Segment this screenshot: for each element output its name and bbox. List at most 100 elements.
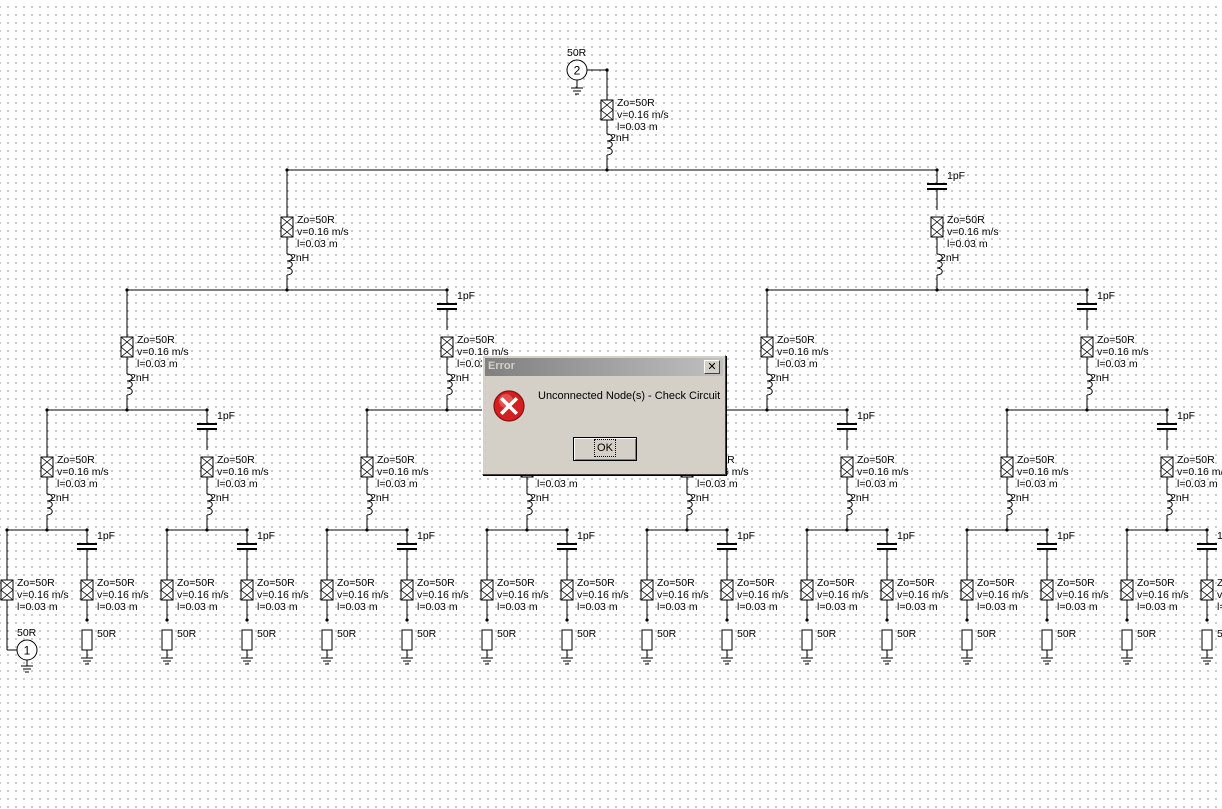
port-1-label: 50R (17, 627, 37, 639)
resistor[interactable] (321, 629, 333, 651)
port-1-number: 1 (24, 644, 31, 658)
close-button[interactable]: ✕ (704, 360, 720, 374)
inductor-label: 2nH (940, 252, 959, 264)
inductor[interactable] (366, 493, 373, 516)
ok-button[interactable]: OK (573, 437, 637, 461)
resistor[interactable] (801, 629, 813, 651)
resistor[interactable] (161, 629, 173, 651)
transmission-line[interactable] (360, 456, 374, 478)
capacitor[interactable] (237, 543, 257, 550)
capacitor[interactable] (397, 543, 417, 550)
transmission-line[interactable] (280, 216, 294, 238)
transmission-line[interactable] (800, 579, 814, 601)
tline-zo-label: Zo=50R (1217, 577, 1222, 589)
tline-zo-label: Zo=50R (1017, 454, 1055, 466)
tline-v-label: v=0.16 m/s (857, 466, 909, 478)
capacitor[interactable] (437, 303, 457, 310)
inductor[interactable] (1086, 373, 1093, 396)
capacitor[interactable] (1077, 303, 1097, 310)
tline-l-label: l=0.03 m (217, 478, 258, 490)
transmission-line[interactable] (960, 579, 974, 601)
transmission-line[interactable] (880, 579, 894, 601)
resistor[interactable] (481, 629, 493, 651)
transmission-line[interactable] (600, 99, 614, 121)
transmission-line[interactable] (320, 579, 334, 601)
transmission-line[interactable] (80, 579, 94, 601)
capacitor[interactable] (1197, 543, 1217, 550)
inductor[interactable] (846, 493, 853, 516)
transmission-line[interactable] (200, 456, 214, 478)
inductor[interactable] (686, 493, 693, 516)
resistor[interactable] (881, 629, 893, 651)
tline-v-label: v=0.16 m/s (57, 466, 109, 478)
transmission-line[interactable] (0, 579, 14, 601)
tline-zo-label: Zo=50R (17, 577, 55, 589)
transmission-line[interactable] (720, 579, 734, 601)
resistor[interactable] (1121, 629, 1133, 651)
resistor[interactable] (1041, 629, 1053, 651)
inductor[interactable] (446, 373, 453, 396)
resistor[interactable] (561, 629, 573, 651)
capacitor[interactable] (717, 543, 737, 550)
tline-v-label: v=0.16 m/s (137, 346, 189, 358)
resistor[interactable] (641, 629, 653, 651)
transmission-line[interactable] (40, 456, 54, 478)
error-dialog: Error ✕ Unconnected Node(s) - Check Circ… (482, 355, 726, 475)
inductor[interactable] (206, 493, 213, 516)
resistor[interactable] (241, 629, 253, 651)
resistor[interactable] (401, 629, 413, 651)
inductor[interactable] (526, 493, 533, 516)
capacitor[interactable] (77, 543, 97, 550)
port-1[interactable]: 1 (16, 639, 38, 661)
transmission-line[interactable] (560, 579, 574, 601)
transmission-line[interactable] (160, 579, 174, 601)
inductor[interactable] (1006, 493, 1013, 516)
tline-v-label: v=0.16 m/s (947, 226, 999, 238)
error-message: Unconnected Node(s) - Check Circuit (538, 390, 721, 402)
tline-v-label: v=0.16 m/s (737, 589, 789, 601)
tline-v-label: v=0.16 m/s (577, 589, 629, 601)
capacitor-label: 1pF (947, 170, 965, 182)
capacitor[interactable] (927, 183, 947, 190)
capacitor[interactable] (557, 543, 577, 550)
dialog-titlebar[interactable]: Error ✕ (485, 358, 723, 376)
transmission-line[interactable] (1000, 456, 1014, 478)
capacitor[interactable] (1157, 423, 1177, 430)
capacitor[interactable] (837, 423, 857, 430)
transmission-line[interactable] (760, 336, 774, 358)
resistor[interactable] (81, 629, 93, 651)
transmission-line[interactable] (1080, 336, 1094, 358)
resistor[interactable] (721, 629, 733, 651)
transmission-line[interactable] (1160, 456, 1174, 478)
tline-zo-label: Zo=50R (857, 454, 895, 466)
resistor-label: 50R (337, 628, 357, 640)
inductor[interactable] (1166, 493, 1173, 516)
transmission-line[interactable] (840, 456, 854, 478)
transmission-line[interactable] (1040, 579, 1054, 601)
tline-zo-label: Zo=50R (497, 577, 535, 589)
port-2[interactable]: 2 (566, 59, 588, 81)
inductor[interactable] (46, 493, 53, 516)
resistor[interactable] (961, 629, 973, 651)
inductor[interactable] (286, 253, 293, 276)
capacitor[interactable] (1037, 543, 1057, 550)
ground-icon (881, 655, 893, 665)
inductor[interactable] (766, 373, 773, 396)
transmission-line[interactable] (640, 579, 654, 601)
capacitor[interactable] (877, 543, 897, 550)
transmission-line[interactable] (440, 336, 454, 358)
transmission-line[interactable] (1120, 579, 1134, 601)
transmission-line[interactable] (480, 579, 494, 601)
tline-l-label: l=0.03 m (337, 601, 378, 613)
inductor[interactable] (606, 133, 613, 156)
inductor[interactable] (936, 253, 943, 276)
transmission-line[interactable] (930, 216, 944, 238)
transmission-line[interactable] (400, 579, 414, 601)
capacitor[interactable] (197, 423, 217, 430)
resistor[interactable] (1201, 629, 1213, 651)
transmission-line[interactable] (240, 579, 254, 601)
tline-zo-label: Zo=50R (817, 577, 855, 589)
transmission-line[interactable] (1200, 579, 1214, 601)
transmission-line[interactable] (120, 336, 134, 358)
inductor[interactable] (126, 373, 133, 396)
